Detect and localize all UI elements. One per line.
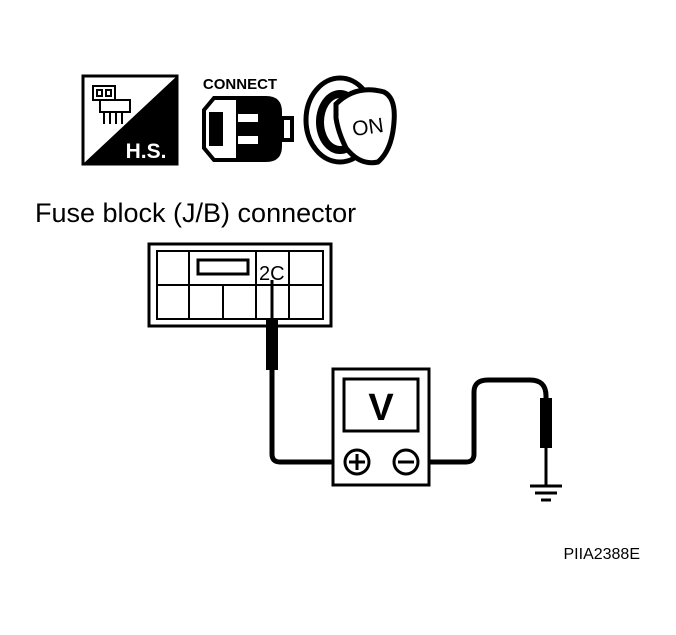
minus-terminal-icon [392,448,420,476]
connect-label: CONNECT [203,76,277,93]
key-label: ON [351,114,385,141]
voltmeter-label: V [368,387,394,429]
terminal-label: 2C [259,263,285,285]
ground-symbol [530,484,562,502]
positive-probe [266,280,345,465]
fuse-block-connector [147,242,333,328]
negative-probe [420,377,552,486]
plus-terminal-icon [343,448,371,476]
voltmeter: V [331,367,431,487]
connect-icon: CONNECT [202,76,294,162]
ignition-key-on-icon: ON [303,75,397,166]
figure-id: PIIA2388E [564,546,641,563]
hs-label: H.S. [126,140,167,163]
harness-connector-icon [92,85,131,124]
diagram-title: Fuse block (J/B) connector [35,198,356,228]
hs-icon: H.S. [81,74,179,166]
